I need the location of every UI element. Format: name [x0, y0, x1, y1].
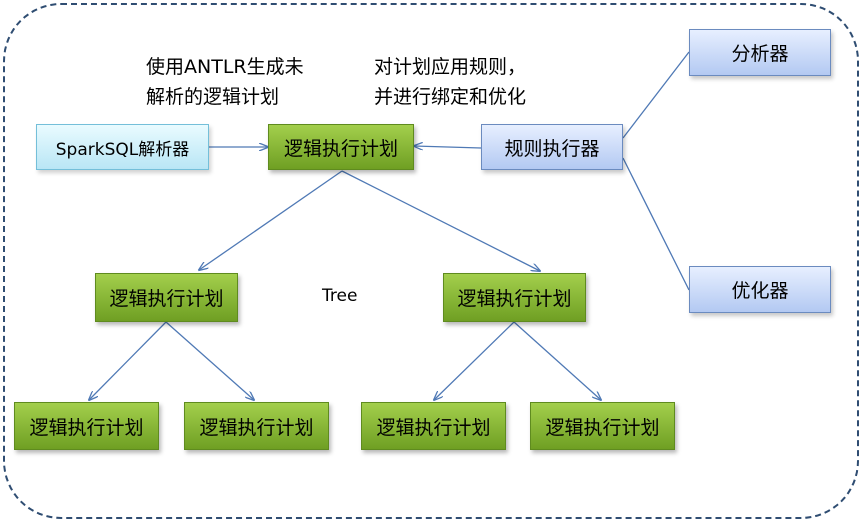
arrow-right-to-leaf4	[513, 321, 601, 400]
sparksql-parser-label: SparkSQL解析器	[55, 139, 190, 160]
sparksql-parser-box: SparkSQL解析器	[36, 124, 209, 170]
leaf-logical-plan-box-2: 逻辑执行计划	[184, 402, 329, 450]
rule-executor-label: 规则执行器	[504, 137, 600, 160]
arrow-left-to-leaf2	[165, 321, 254, 400]
arrow-rules-to-plan	[414, 146, 482, 148]
arrow-root-to-right	[341, 170, 540, 271]
antlr-note-line2: 解析的逻辑计划	[146, 86, 280, 108]
arrow-left-to-leaf1	[89, 321, 167, 400]
antlr-note-line1: 使用ANTLR生成未	[146, 56, 304, 78]
mid-logical-plan-label: 逻辑执行计划	[457, 288, 572, 310]
leaf-logical-plan-box-4: 逻辑执行计划	[530, 402, 675, 450]
leaf-logical-plan-box-1: 逻辑执行计划	[14, 402, 159, 450]
leaf-logical-plan-label: 逻辑执行计划	[376, 416, 491, 439]
mid-logical-plan-box-left: 逻辑执行计划	[95, 273, 238, 322]
line-optimizer-to-rules	[622, 157, 690, 291]
arrow-root-to-left	[199, 170, 343, 270]
tree-label: Tree	[322, 286, 358, 306]
leaf-logical-plan-label: 逻辑执行计划	[29, 416, 144, 439]
dashed-frame	[3, 3, 859, 519]
rule-executor-box: 规则执行器	[481, 124, 623, 170]
arrow-right-to-leaf3	[434, 321, 515, 400]
leaf-logical-plan-label: 逻辑执行计划	[545, 416, 660, 439]
rules-note-line1: 对计划应用规则，	[374, 56, 527, 78]
rules-note-line2: 并进行绑定和优化	[374, 86, 527, 108]
antlr-note: 使用ANTLR生成未 解析的逻辑计划	[146, 52, 304, 112]
root-logical-plan-box: 逻辑执行计划	[268, 124, 414, 170]
leaf-logical-plan-box-3: 逻辑执行计划	[361, 402, 506, 450]
line-analyzer-to-rules	[622, 51, 690, 139]
optimizer-box: 优化器	[689, 266, 831, 313]
mid-logical-plan-box-right: 逻辑执行计划	[443, 273, 586, 322]
mid-logical-plan-label: 逻辑执行计划	[109, 288, 224, 310]
optimizer-label: 优化器	[731, 280, 789, 302]
leaf-logical-plan-label: 逻辑执行计划	[199, 416, 314, 439]
rules-note: 对计划应用规则， 并进行绑定和优化	[374, 52, 526, 112]
root-logical-plan-label: 逻辑执行计划	[283, 137, 398, 160]
analyzer-box: 分析器	[689, 29, 831, 76]
analyzer-label: 分析器	[731, 43, 789, 65]
